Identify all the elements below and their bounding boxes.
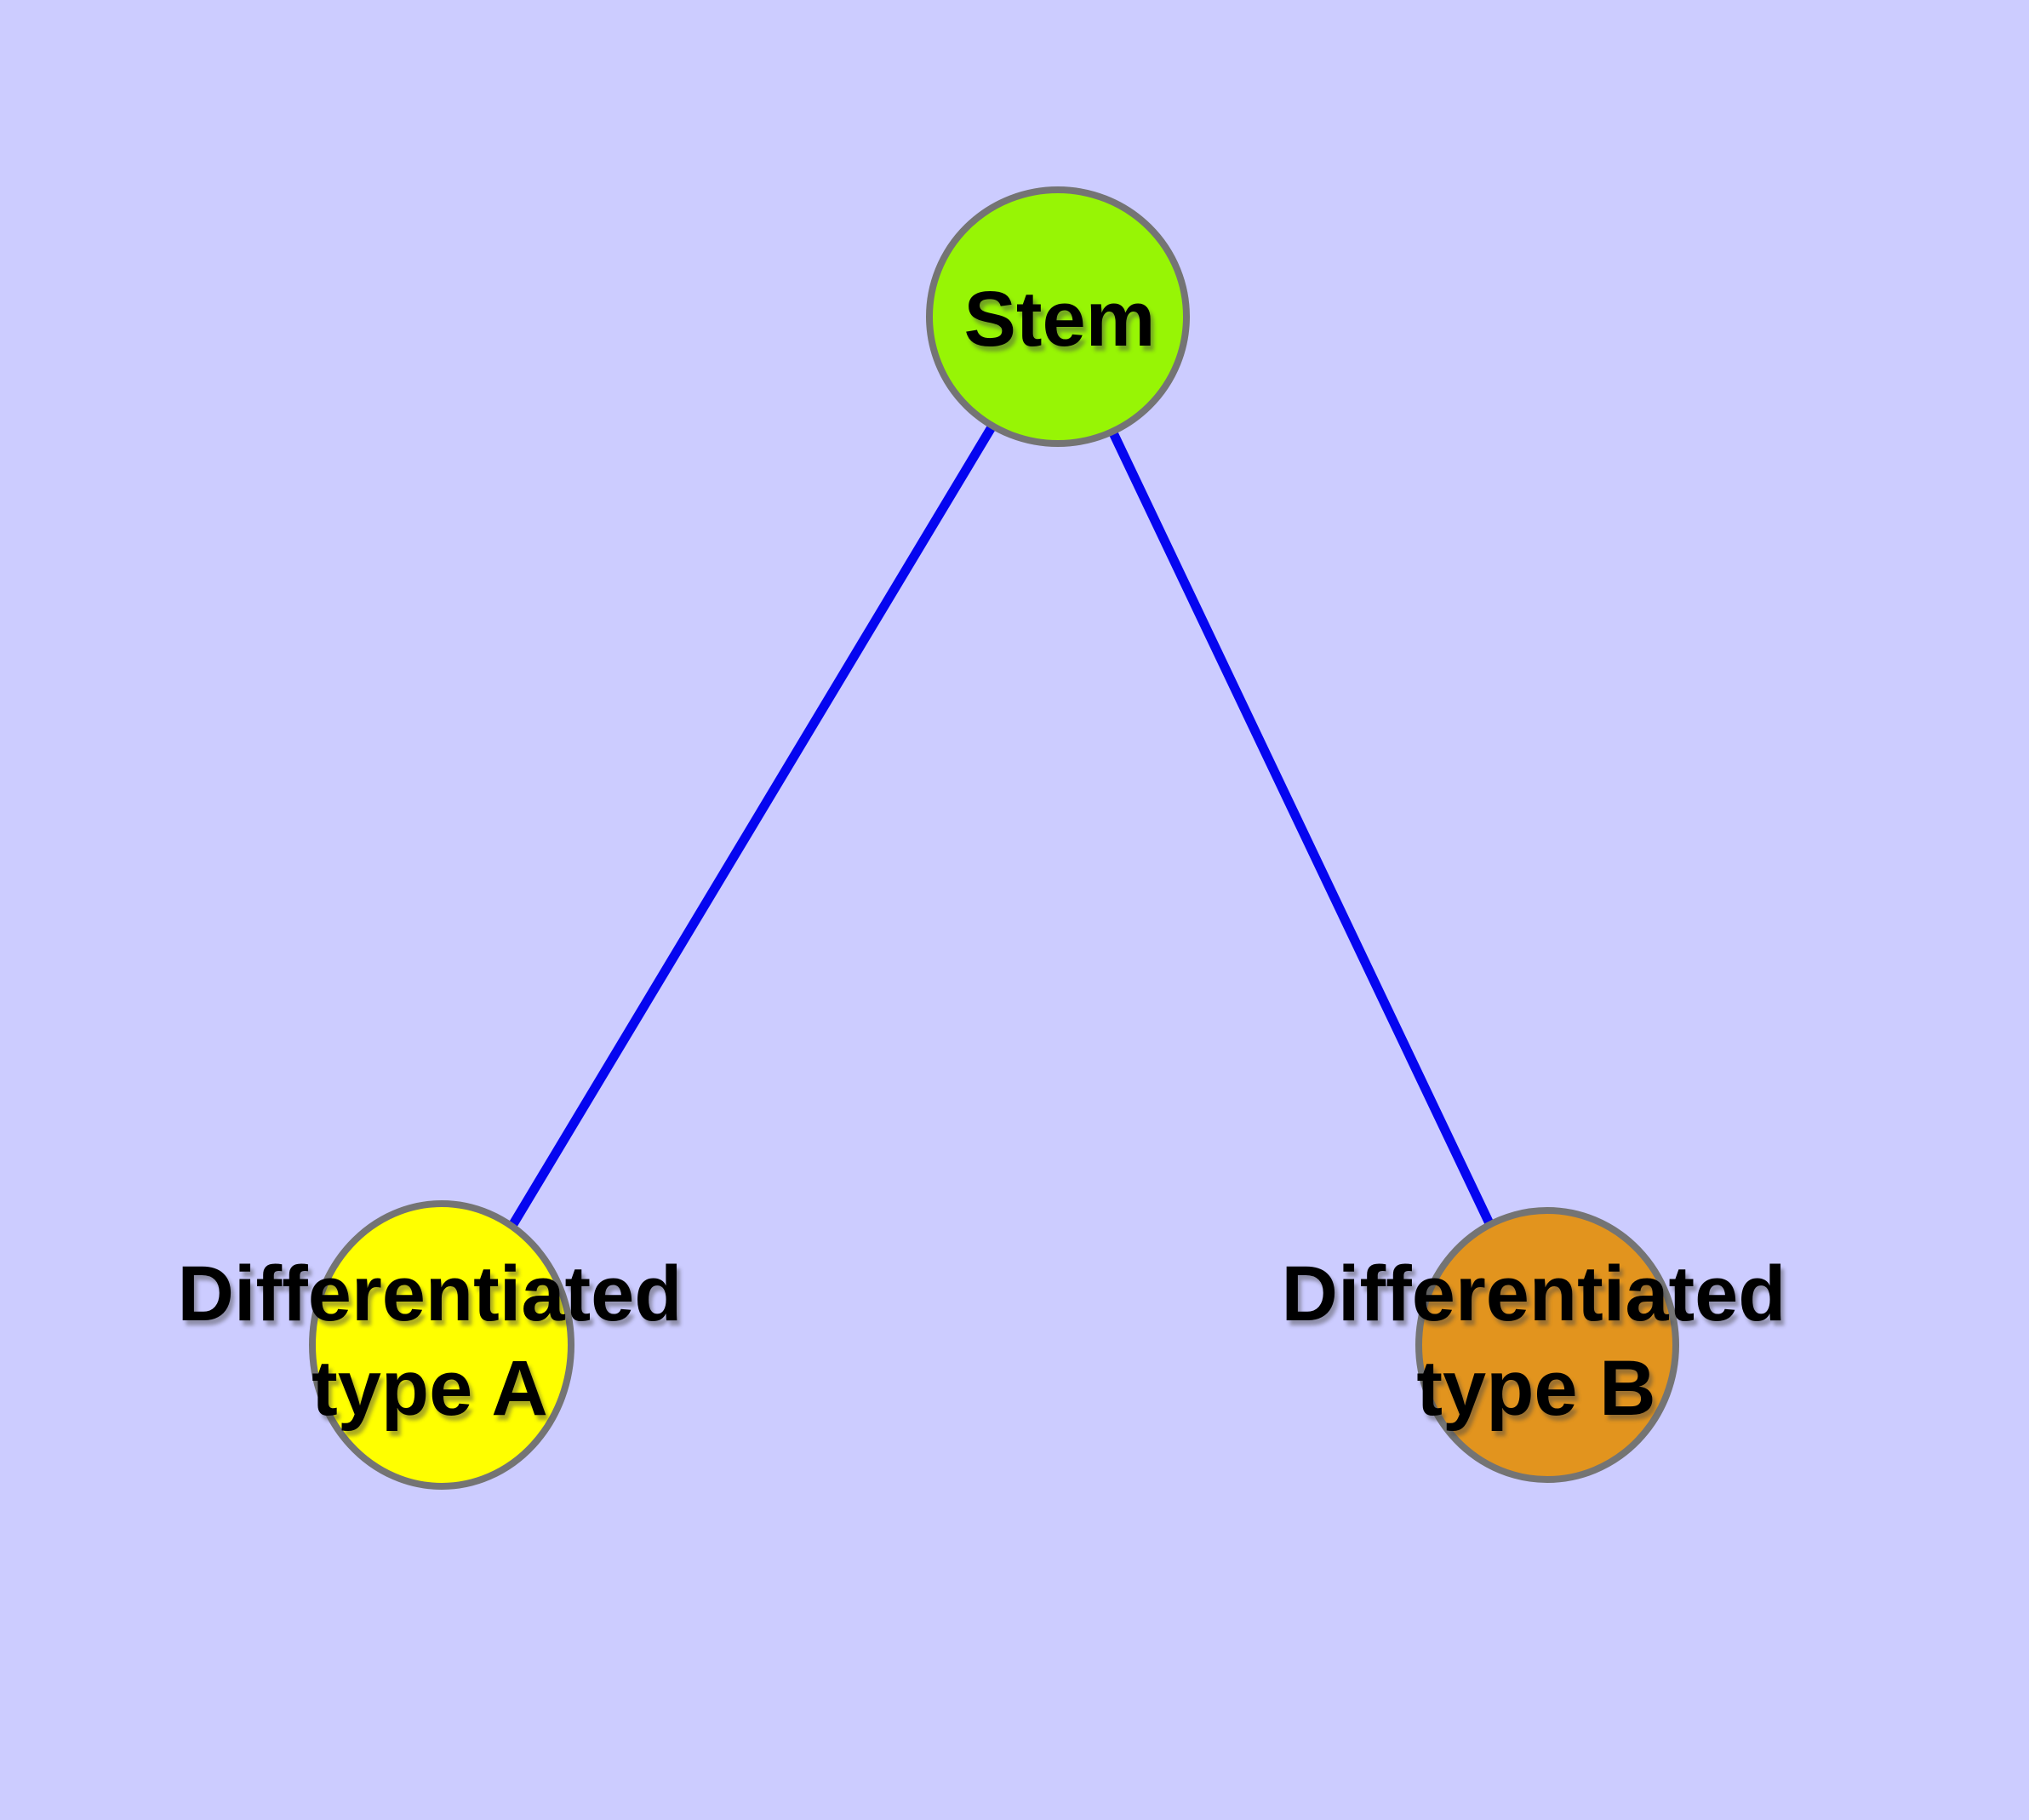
node-differentiated-type-b	[1415, 1207, 1679, 1483]
edge-stem-to-type-a	[437, 314, 1062, 1346]
node-differentiated-type-a	[309, 1200, 574, 1490]
edge-stem-to-type-b	[1054, 314, 1552, 1348]
node-type-b-label-line-1: Differentiated	[1282, 1251, 1786, 1337]
node-stem	[926, 186, 1190, 447]
node-type-a-label-line-1: Differentiated	[178, 1251, 683, 1337]
node-type-b-label-line-2: type B	[1416, 1345, 1655, 1432]
node-stem-label: Stem	[964, 276, 1156, 363]
node-type-a-label-line-2: type A	[311, 1345, 548, 1432]
